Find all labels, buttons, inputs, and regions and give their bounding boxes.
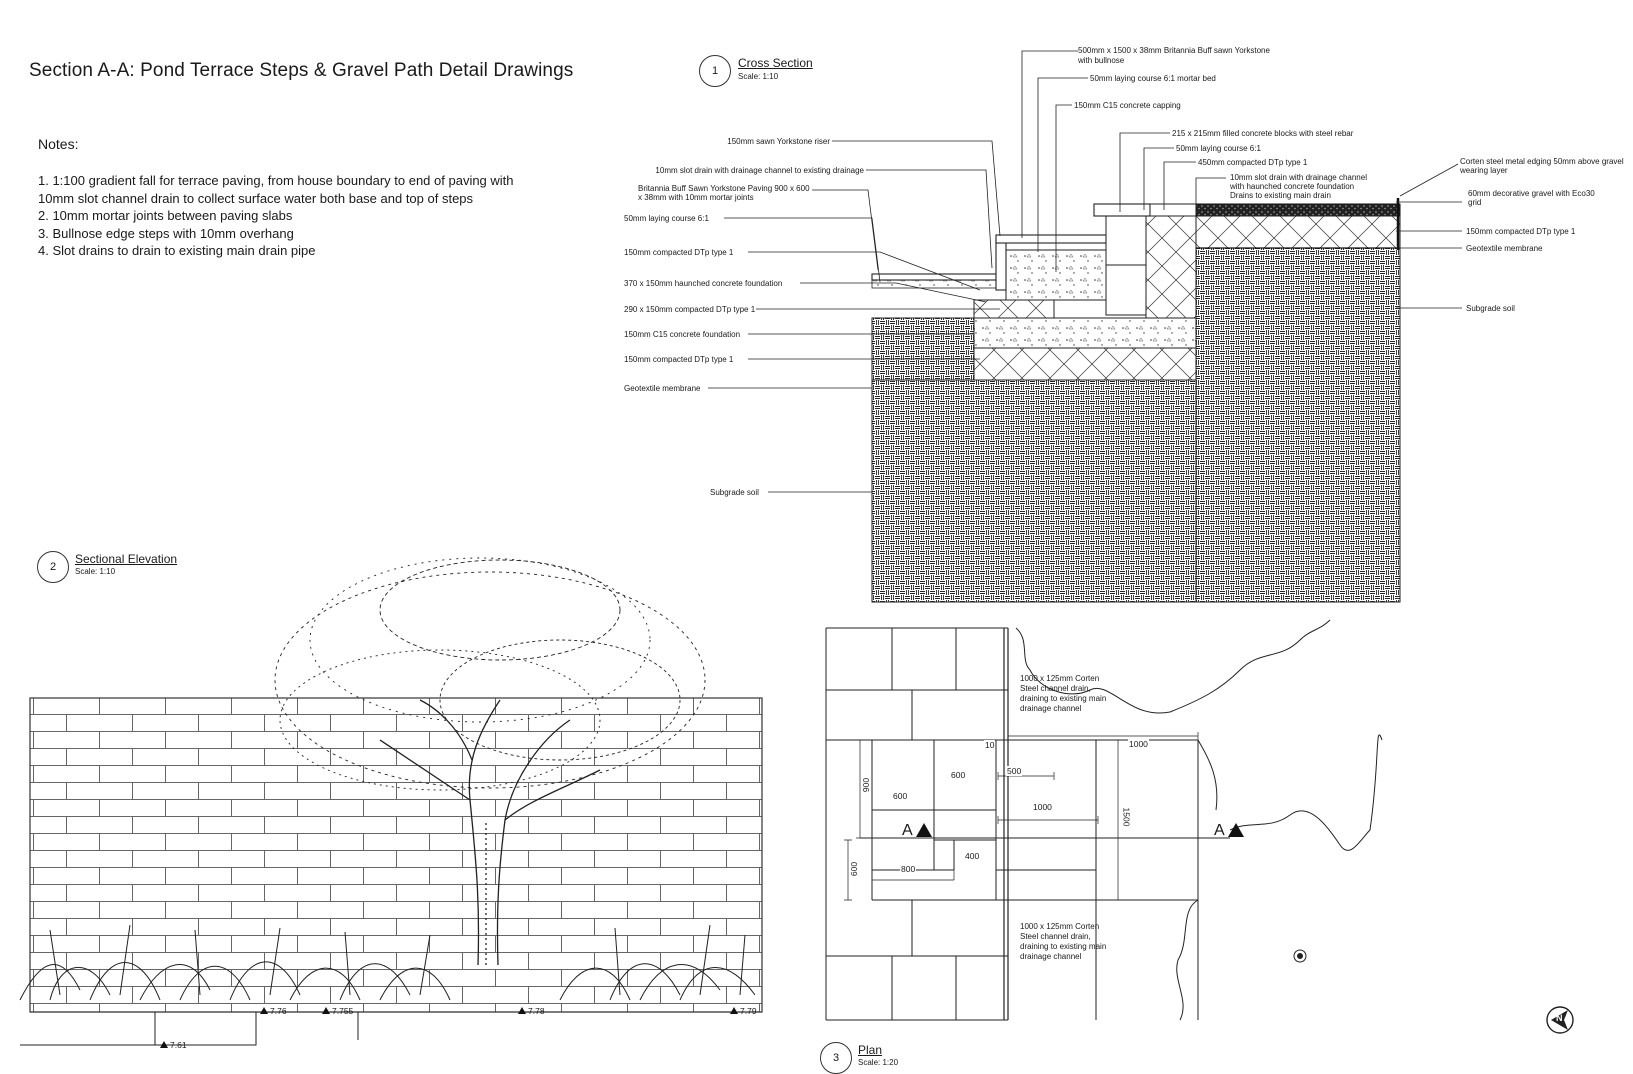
plan-drain-note-bottom-4: drainage channel [1020,952,1082,961]
dim-10: 10 [984,740,996,750]
label-slot-drain-3: Drains to existing main drain [1230,191,1331,200]
note-item: 4. Slot drains to drain to existing main… [38,243,316,258]
gravel-type1 [1195,215,1401,249]
label-corten-edging-1: Corten steel metal edging 50mm above gra… [1460,157,1624,166]
level-marker: 7.78 [518,1006,545,1016]
label-mortar-bed: 50mm laying course 6:1 mortar bed [1090,74,1216,83]
cross-section-scale: Scale: 1:10 [738,72,779,81]
pond-marker [1293,949,1307,963]
label-geotextile-left: Geotextile membrane [624,384,701,393]
lower-laying-course [871,279,997,289]
type1-base [973,347,1197,381]
plan-scale: Scale: 1:20 [858,1058,899,1067]
label-type1-290: 290 x 150mm compacted DTp type 1 [624,305,756,314]
view-badge-plan: 3 [820,1042,852,1074]
notes-heading: Notes: [38,136,79,152]
dim-1000-mid: 1000 [1032,802,1053,812]
label-yorkstone-top: 500mm x 1500 x 38mm Britannia Buff sawn … [1078,46,1270,55]
page-title: Section A-A: Pond Terrace Steps & Gravel… [29,60,574,81]
label-slot-drain-1: 10mm slot drain with drainage channel [1230,173,1367,182]
north-label: N [1556,1013,1563,1023]
level-marker: 7.755 [322,1006,353,1016]
lower-paving [871,273,997,281]
label-haunched-foundation: 370 x 150mm haunched concrete foundation [624,279,783,288]
cross-section-leaders-right [1396,163,1462,309]
plan-title: Plan [858,1043,883,1057]
dim-1500: 1500 [1121,806,1132,828]
dim-600-b: 600 [950,770,967,780]
plan-drain-note-bottom-2: Steel channel drain, [1020,932,1091,941]
label-subgrade-left: Subgrade soil [710,488,759,497]
dim-400: 400 [964,851,981,861]
label-c15-foundation: 150mm C15 concrete foundation [624,330,741,339]
section-marker-a-left: A [902,822,932,840]
upper-step [1093,203,1151,217]
note-item: 1. 1:100 gradient fall for terrace pavin… [38,173,514,188]
plan-drain-note-top-4: drainage channel [1020,704,1082,713]
dim-1000-top: 1000 [1128,739,1149,749]
plan-drain-note-bottom-1: 1000 x 125mm Corten [1020,922,1100,931]
dim-500: 500 [1006,766,1023,776]
level-marker: 7.61 [160,1040,187,1050]
sectional-elevation-title: Sectional Elevation [75,552,178,566]
dim-800: 800 [900,864,917,874]
plan-drain-note-top-3: draining to existing main [1020,694,1107,703]
label-c15-capping: 150mm C15 concrete capping [1074,101,1181,110]
sectional-elevation-drawing [19,557,763,1046]
label-slot-drain-2: with haunched concrete foundation [1230,182,1355,191]
ground-levels [20,1011,762,1046]
label-type1-150-lower: 150mm compacted DTp type 1 [624,355,734,364]
level-marker: 7.79 [730,1006,757,1016]
sectional-elevation-scale: Scale: 1:10 [75,567,116,576]
label-concrete-blocks: 215 x 215mm filled concrete blocks with … [1172,129,1354,138]
label-450-type1: 450mm compacted DTp type 1 [1198,158,1308,167]
label-yorkstone-top-2: with bullnose [1078,56,1125,65]
label-laying-course-left: 50mm laying course 6:1 [624,214,709,223]
dim-600-c: 600 [849,860,860,878]
plan-drain-note-bottom-3: draining to existing main [1020,942,1107,951]
dim-900: 900 [861,776,872,794]
notes-list: 1. 1:100 gradient fall for terrace pavin… [38,172,514,260]
label-subgrade-right: Subgrade soil [1466,304,1515,313]
view-badge-sectional-elevation: 2 [37,551,69,583]
cross-section-title: Cross Section [738,56,813,70]
label-buff-paving-1: Britannia Buff Sawn Yorkstone Paving 900… [638,184,810,193]
label-gravel-2: grid [1468,198,1482,207]
tree-trunk [379,699,601,966]
label-slot-drain-existing: 10mm slot drain with drainage channel to… [655,166,864,175]
label-corten-edging-2: wearing layer [1460,166,1508,175]
label-buff-paving-2: x 38mm with 10mm mortar joints [638,193,754,202]
planting [19,924,756,1001]
note-item: 2. 10mm mortar joints between paving sla… [38,208,293,223]
plan-drawing [825,619,1383,1021]
plan-dimensions [844,732,1230,901]
label-yorkstone-riser: 150mm sawn Yorkstone riser [727,137,830,146]
step-tread [995,234,1107,244]
yorkstone-riser [995,239,1007,291]
subgrade-soil-right [1195,247,1401,603]
note-item: 10mm slot channel drain to collect surfa… [38,190,474,206]
level-marker: 7.76 [260,1006,287,1016]
label-laying-course: 50mm laying course 6:1 [1176,144,1261,153]
upper-slot-drain [1149,203,1197,217]
label-type1-150: 150mm compacted DTp type 1 [624,248,734,257]
tree-canopy [274,557,706,791]
label-type1-right: 150mm compacted DTp type 1 [1466,227,1576,236]
north-arrow [1546,1006,1574,1034]
label-gravel-1: 60mm decorative gravel with Eco30 [1468,189,1595,198]
cross-section-leaders-left [708,140,1001,493]
view-badge-cross-section: 1 [699,55,731,87]
decorative-gravel [1195,203,1401,217]
cross-section-leaders-top [1021,50,1226,272]
plan-drain-note-top-2: Steel channel drain, [1020,684,1091,693]
upper-type1 [1145,215,1197,319]
label-geotextile-right: Geotextile membrane [1466,244,1543,253]
note-item: 3. Bullnose edge steps with 10mm overhan… [38,225,294,241]
dim-600-a: 600 [892,791,909,801]
cross-section-drawing [871,198,1401,603]
section-marker-a-right: A [1214,822,1244,840]
plan-drain-note-top-1: 1000 x 125mm Corten [1020,674,1100,683]
c15-foundation [973,317,1197,349]
